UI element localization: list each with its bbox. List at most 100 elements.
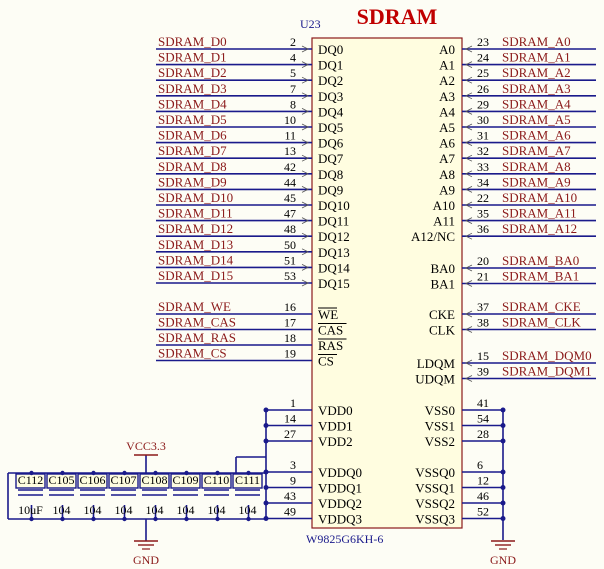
pin-name: A5 (439, 120, 455, 135)
pin-number: 7 (290, 82, 296, 96)
pin-arrow (301, 201, 309, 209)
net-label: SDRAM_DQM0 (502, 348, 592, 363)
pin-name: DQ4 (318, 104, 344, 119)
net-label: SDRAM_D10 (158, 190, 233, 205)
pin-name: VSS2 (425, 434, 455, 449)
pin-name: DQ7 (318, 151, 344, 166)
pin-number: 2 (290, 35, 296, 49)
cap-value: 104 (84, 503, 102, 517)
pin-number: 15 (477, 349, 489, 363)
pin-name: VDD1 (318, 419, 353, 434)
pin-number: 52 (477, 505, 489, 519)
junction-dot (122, 470, 127, 476)
pin-name: WE (318, 307, 338, 322)
pin-name: BA1 (430, 277, 455, 292)
junction-dot (91, 516, 96, 522)
pin-number: 27 (284, 427, 296, 441)
pin-number: 51 (284, 253, 296, 267)
pin-arrow (301, 76, 309, 84)
pin-name: UDQM (415, 372, 455, 387)
pin-number: 29 (477, 97, 489, 111)
net-label: SDRAM_A5 (502, 112, 571, 127)
net-label: SDRAM_D13 (158, 237, 233, 252)
net-label: SDRAM_A3 (502, 81, 571, 96)
pin-name: VSSQ1 (415, 481, 455, 496)
pin-number: 49 (284, 505, 296, 519)
pin-number: 45 (284, 191, 296, 205)
pin-number: 16 (284, 300, 296, 314)
net-label: SDRAM_D12 (158, 221, 233, 236)
pin-name: A8 (439, 167, 455, 182)
net-label: SDRAM_RAS (158, 330, 236, 345)
pin-name: DQ15 (318, 276, 350, 291)
pin-name: DQ5 (318, 120, 343, 135)
ground-label: GND (490, 553, 516, 567)
pin-name: A10 (433, 198, 455, 213)
net-label: SDRAM_D3 (158, 81, 227, 96)
pin-number: 38 (477, 316, 489, 330)
pin-name: VDD0 (318, 403, 353, 418)
cap-value: 10uF (18, 503, 43, 517)
net-label: SDRAM_D11 (158, 206, 233, 221)
net-label: SDRAM_D14 (158, 252, 234, 267)
pin-name: BA0 (430, 261, 455, 276)
pin-number: 1 (290, 396, 296, 410)
ic-body (311, 37, 463, 529)
junction-dot (29, 516, 34, 522)
net-label: SDRAM_A12 (502, 221, 577, 236)
net-label: SDRAM_A7 (502, 143, 571, 158)
junction-dot (122, 516, 127, 522)
net-label: SDRAM_D4 (158, 96, 227, 111)
cap-ref: C108 (141, 473, 167, 487)
pin-arrow (301, 248, 309, 256)
pin-name: DQ0 (318, 42, 343, 57)
pin-arrow (465, 310, 473, 318)
vcc-label: VCC3.3 (126, 439, 166, 453)
pin-name: VDDQ0 (318, 465, 362, 480)
junction-dot (246, 470, 251, 476)
pin-number: 17 (284, 316, 296, 330)
pin-name: VSSQ3 (415, 512, 455, 527)
pin-arrow (465, 201, 473, 209)
junction-dot (60, 516, 65, 522)
pin-name: VSSQ2 (415, 496, 455, 511)
pin-number: 31 (477, 129, 489, 143)
net-label: SDRAM_DQM1 (502, 364, 592, 379)
pin-arrow (465, 139, 473, 146)
junction-dot (29, 470, 34, 476)
pin-name: A12/NC (411, 229, 455, 244)
pin-name: DQ10 (318, 198, 350, 213)
cap-ref: C111 (235, 473, 260, 487)
pin-number: 12 (477, 474, 489, 488)
pin-number: 24 (477, 51, 489, 65)
pin-number: 23 (477, 35, 489, 49)
pin-number: 43 (284, 489, 296, 503)
net-label: SDRAM_BA1 (502, 269, 579, 284)
pin-arrow (301, 279, 309, 287)
pin-arrow (465, 264, 473, 272)
pin-number: 34 (477, 175, 489, 189)
pin-number: 22 (477, 191, 489, 205)
net-label: SDRAM_A8 (502, 159, 571, 174)
pin-number: 3 (290, 458, 296, 472)
junction-dot (215, 470, 220, 476)
pin-arrow (301, 170, 309, 178)
net-label: SDRAM_D2 (158, 65, 227, 80)
pin-arrow (465, 108, 473, 115)
pin-number: 33 (477, 160, 489, 174)
pin-number: 11 (284, 129, 296, 143)
pin-name: DQ11 (318, 214, 349, 229)
pin-arrow (465, 280, 473, 287)
net-label: SDRAM_WE (158, 299, 231, 314)
pin-name: DQ13 (318, 245, 350, 260)
net-label: SDRAM_A11 (502, 206, 577, 221)
junction-dot (184, 516, 189, 522)
pin-arrow (301, 186, 309, 193)
pin-number: 37 (477, 300, 489, 314)
cap-ref: C107 (110, 473, 136, 487)
pin-arrow (465, 217, 473, 224)
pin-name: CAS (318, 323, 343, 338)
pin-arrow (465, 76, 473, 84)
pin-number: 20 (477, 254, 489, 268)
